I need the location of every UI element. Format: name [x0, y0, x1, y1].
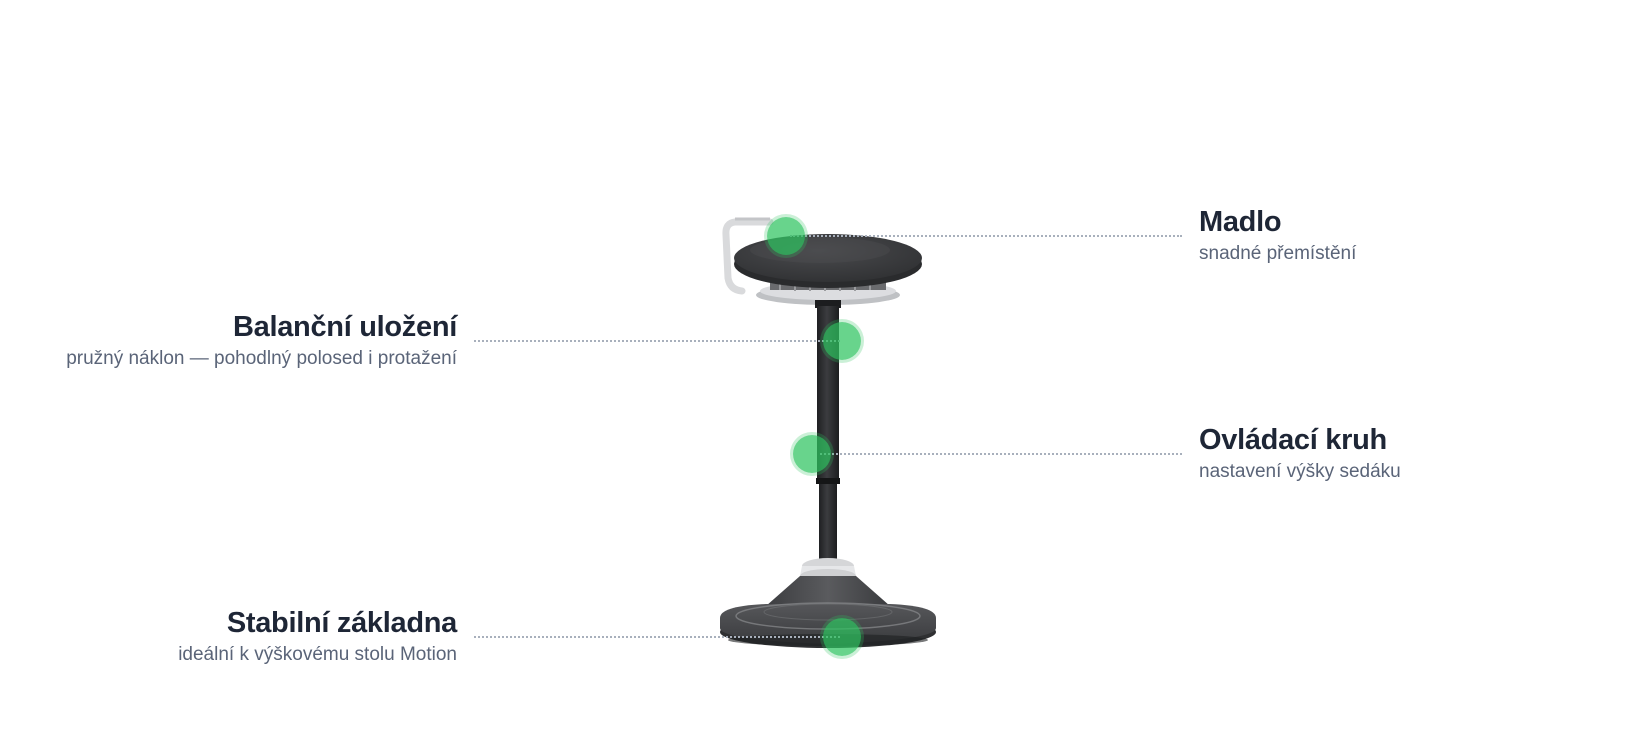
callout-handle-title: Madlo — [1199, 206, 1282, 238]
handle-part — [722, 217, 774, 295]
leader-line-handle — [790, 235, 1182, 237]
callout-control-ring-title: Ovládací kruh — [1199, 424, 1387, 456]
callout-control-ring: Ovládací kruh nastavení výšky sedáku — [1199, 423, 1401, 485]
hotspot-handle[interactable] — [767, 217, 805, 255]
callout-handle: Madlo snadné přemístění — [1199, 205, 1356, 267]
leader-line-balance — [474, 340, 840, 342]
callout-base-title: Stabilní základna — [226, 607, 457, 639]
callout-balance-subtitle: pružný náklon — pohodlný polosed i prota… — [66, 348, 457, 369]
callout-balance-title: Balanční uložení — [232, 311, 457, 343]
seat-cushion — [734, 234, 922, 288]
leader-line-control-ring — [820, 453, 1182, 455]
callout-base: Stabilní základna ideální k výškovému st… — [178, 606, 457, 668]
hotspot-balance[interactable] — [823, 322, 861, 360]
hotspot-base[interactable] — [823, 618, 861, 656]
callout-balance: Balanční uložení pružný náklon — pohodln… — [66, 310, 457, 372]
callout-control-ring-subtitle: nastavení výšky sedáku — [1199, 461, 1401, 482]
hotspot-control-ring[interactable] — [793, 435, 831, 473]
callout-base-subtitle: ideální k výškovému stolu Motion — [178, 644, 457, 665]
leader-line-base — [474, 636, 840, 638]
callout-handle-subtitle: snadné přemístění — [1199, 243, 1357, 264]
